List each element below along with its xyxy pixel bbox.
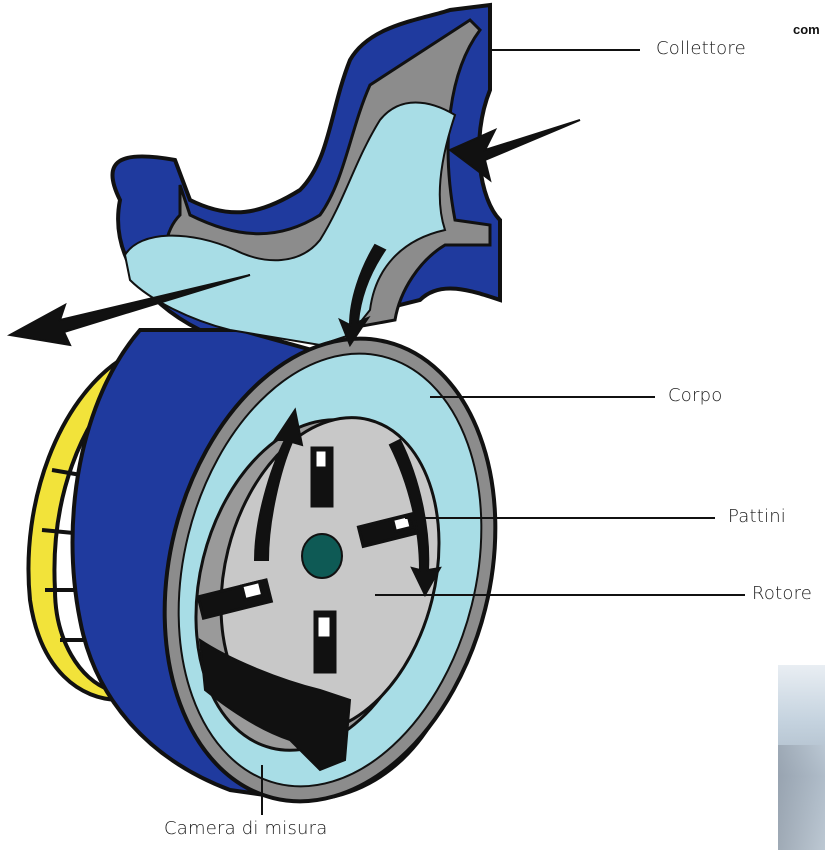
label-corpo: Corpo [668, 385, 722, 406]
cropped-photo [778, 665, 825, 850]
vane-bottom-face [317, 616, 331, 638]
label-rotore: Rotore [752, 583, 812, 604]
label-collettore: Collettore [656, 38, 746, 59]
label-camera-di-misura: Camera di misura [164, 818, 327, 839]
vane-top-face [315, 450, 327, 468]
corner-text: com [793, 22, 820, 37]
rotor-hub [302, 534, 342, 578]
label-pattini: Pattini [728, 506, 786, 527]
vane-left-face [242, 582, 263, 600]
